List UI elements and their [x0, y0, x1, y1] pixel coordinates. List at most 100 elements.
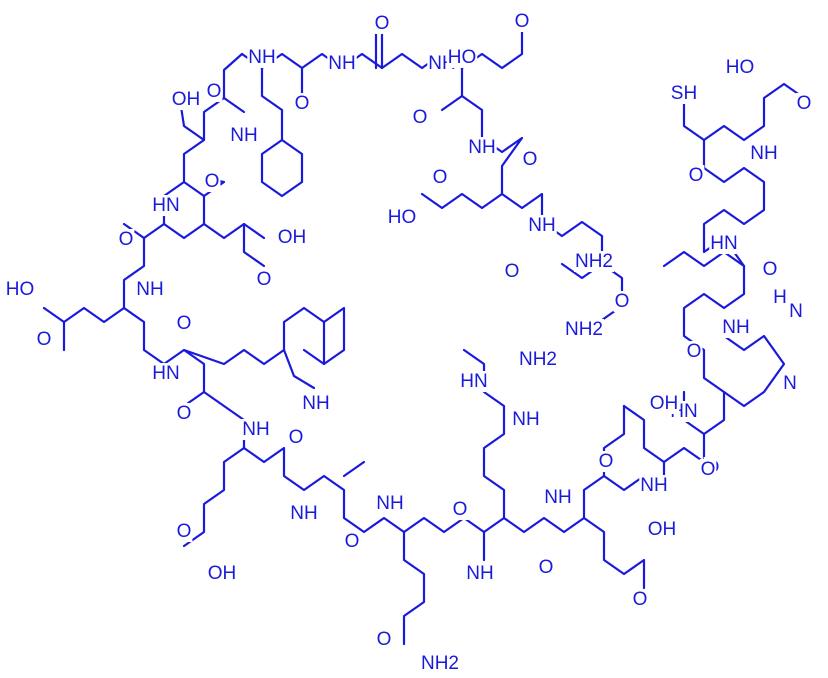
atom-label-o-asp2-amide: O [523, 149, 538, 170]
atom-label-bg [788, 301, 804, 323]
atom-label-bg [205, 81, 223, 103]
atom-label-bg [573, 251, 615, 273]
atom-label-bg [543, 487, 573, 509]
atom-label-bg [117, 229, 135, 251]
atom-label-nh-his-top: H [773, 287, 787, 308]
atom-label-o-gln: O [453, 499, 468, 520]
atom-label-bg [4, 279, 36, 301]
atom-label-bg [537, 557, 555, 579]
atom-label-bg [782, 373, 798, 395]
atom-label-bg [517, 349, 559, 371]
atom-label-bg [419, 653, 461, 675]
bond-29 [702, 82, 806, 268]
atom-label-bg [563, 319, 605, 341]
atom-label-bg [648, 393, 680, 415]
bond-28 [722, 334, 786, 408]
atom-label-nh2-gln: NH2 [421, 653, 459, 674]
atom-label-bg [135, 279, 165, 301]
atom-label-bg [699, 459, 717, 481]
atom-label-bg [521, 149, 539, 171]
atom-label-nh-trp: NH [302, 393, 329, 414]
bond-4 [260, 66, 304, 198]
bond-25 [602, 390, 706, 492]
atom-label-o-asp2-acid: O [433, 167, 448, 188]
atom-label-bg [772, 287, 788, 309]
atom-label-bg [175, 521, 193, 543]
atom-label-nh-cys: NH [750, 143, 777, 164]
atom-label-o-glu2-side: O [37, 329, 52, 350]
atom-label-bg [446, 47, 478, 69]
bond-17 [282, 348, 316, 390]
bond-11 [242, 222, 266, 268]
atom-label-nh-arg: NH [466, 563, 493, 584]
bond-27 [662, 250, 746, 436]
atom-label-nh-gln: NH [376, 493, 403, 514]
atom-label-bg [247, 47, 277, 69]
bond-23 [502, 404, 626, 534]
atom-label-bg [511, 409, 541, 431]
atom-label-bg [170, 89, 202, 111]
atom-label-bg [373, 13, 391, 35]
atom-label-oh-asp3: OH [648, 519, 677, 540]
atom-label-bg [375, 629, 393, 651]
atom-label-oh-ser1: OH [172, 89, 201, 110]
atom-label-nh-asp1: NH [468, 137, 495, 158]
atom-label-bg [287, 427, 305, 449]
atom-label-bg [35, 329, 53, 351]
bond-26 [622, 404, 666, 464]
atom-label-o-asp1-acid: O [515, 11, 530, 32]
atom-label-bg [503, 261, 521, 283]
atom-label-nh2-asn-side: NH2 [565, 319, 603, 340]
atom-label-bg [709, 233, 739, 255]
atom-label-hn-glu1: HN [152, 195, 179, 216]
atom-label-nh-gly-gly: NH [328, 53, 355, 74]
atom-label-o-asn-amide: O [505, 261, 520, 282]
atom-label-bg [721, 317, 751, 339]
atom-label-bg [431, 167, 449, 189]
atom-label-o-glu1: O [119, 229, 134, 250]
atom-label-o-glu1-side: O [257, 269, 272, 290]
atom-label-o-asp3-side: O [633, 589, 648, 610]
bond-14 [122, 306, 206, 408]
atom-label-bg [513, 11, 531, 33]
atom-label-bg [451, 499, 469, 521]
atom-label-nh-ser2: NH [640, 475, 667, 496]
atom-label-bg [386, 207, 418, 229]
atom-label-oh-asp1: HO [448, 47, 477, 68]
atom-label-hn-arg-top: HN [460, 371, 487, 392]
atom-label-nh-glu3: NH [242, 419, 269, 440]
atom-label-o-leu: O [763, 259, 778, 280]
atom-label-oh-ser2: OH [650, 393, 679, 414]
atom-label-nh-glu1: NH [136, 279, 163, 300]
atom-label-n-his: N [783, 373, 797, 394]
atom-label-o-trp: O [177, 403, 192, 424]
atom-label-o-phe: O [207, 81, 222, 102]
atom-label-nh-ser1: NH [230, 125, 257, 146]
atom-label-bg [255, 269, 273, 291]
atom-label-n-his-h: N [789, 301, 803, 322]
atom-label-o-ser1: O [205, 171, 220, 192]
atom-label-bg [203, 171, 221, 193]
atom-label-o-asp1-amide: O [413, 107, 428, 128]
atom-label-bg [527, 215, 557, 237]
atom-label-nh-ala: NH [290, 503, 317, 524]
atom-label-oh-cys: HO [726, 57, 755, 78]
atom-label-o-gly1: O [375, 13, 390, 34]
atom-label-bg [241, 419, 271, 441]
atom-label-bg [646, 519, 678, 541]
bond-33 [420, 94, 524, 210]
bond-30 [682, 96, 706, 142]
atom-label-bg [301, 393, 331, 415]
atom-label-o-ser2-amide: O [701, 459, 716, 480]
atom-label-nh-asp2: NH [528, 215, 555, 236]
atom-label-bg [327, 53, 357, 75]
atom-label-bg [206, 563, 238, 585]
atom-label-o-his: O [687, 341, 702, 362]
atom-label-bg [465, 563, 495, 585]
atom-label-hn-gly3: HN [710, 233, 737, 254]
atom-label-bg [343, 531, 361, 553]
atom-label-o-gly3: O [689, 165, 704, 186]
atom-label-o-glu2: O [177, 313, 192, 334]
atom-label-bg [375, 493, 405, 515]
atom-label-o-cys: O [797, 93, 812, 114]
